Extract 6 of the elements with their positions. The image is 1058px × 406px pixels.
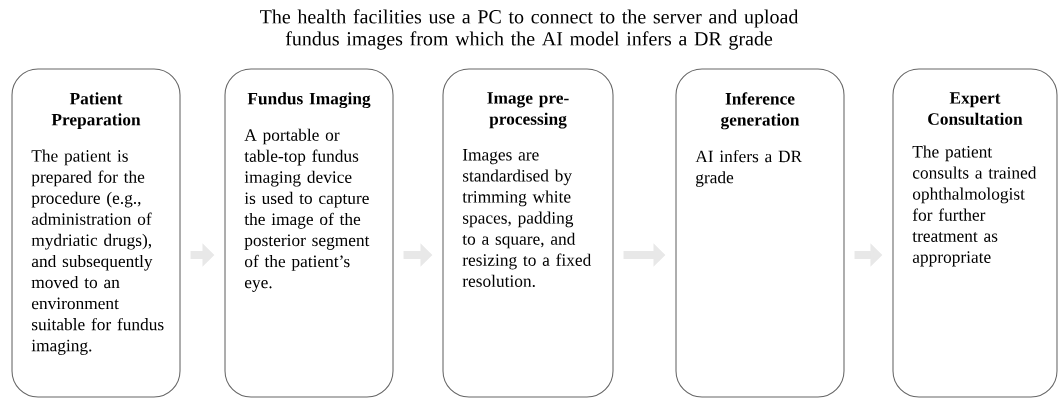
process-box: Expert Consultation The patient consults a trained ophthalmologist for further treatment as appropriate — [892, 68, 1058, 398]
process-box: Fundus Imaging A portable or table-top fundus imaging device is used to capture the image of the posterior segment of the patient’s eye. — [224, 68, 394, 398]
title: The health facilities use a PC to connect to the server and upload fundus images from which the AI model infers a DR grade — [260, 9, 799, 50]
process-box: Inference generation AI infers a DR grade — [675, 68, 845, 398]
process-box: Patient Preparation The patient is prepared for the procedure (e.g., administration of mydriatic drugs), and subsequently moved to an environment suitable for fundus imaging. — [11, 68, 181, 398]
process-box: Image pre-processing Images are standardised by trimming white spaces, padding to a square, and resizing to a fixed resolution. — [442, 68, 614, 398]
